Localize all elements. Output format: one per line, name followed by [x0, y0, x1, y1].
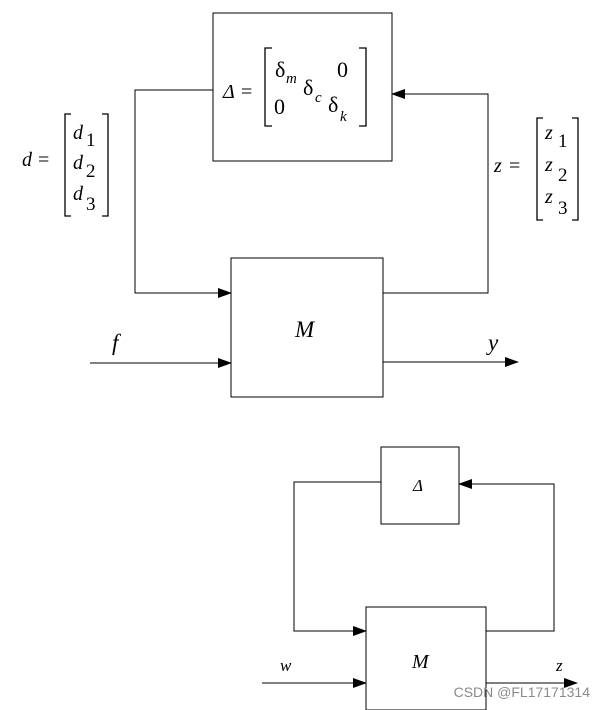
z-left-bracket	[536, 117, 543, 221]
bottom-delta-label: Δ	[412, 476, 423, 495]
plant-block-m	[230, 257, 384, 398]
entry-zero-top: 0	[337, 57, 348, 82]
uncertainty-block	[212, 12, 393, 162]
csdn-watermark: CSDN @FL17171314	[454, 684, 591, 700]
entry-delta-m-subscript: m	[286, 71, 297, 87]
z2-entry: z	[544, 154, 553, 176]
d1-subscript: 1	[86, 130, 96, 151]
equals-sign: =	[241, 81, 252, 103]
right-bracket	[359, 47, 367, 127]
z1-subscript: 1	[558, 131, 568, 152]
z2-subscript: 2	[558, 165, 568, 186]
bottom-diagram: Δ M w z	[262, 446, 578, 710]
z3-subscript: 3	[558, 198, 568, 219]
z-vector-equation: z = z 1 z 2 z 3	[493, 117, 579, 221]
d3-subscript: 3	[86, 194, 96, 215]
d3-entry: d	[73, 183, 84, 205]
f-label: f	[112, 330, 122, 355]
z-equals: =	[509, 155, 520, 177]
bottom-plant-block-m	[365, 606, 487, 710]
d-equals: =	[38, 149, 49, 171]
z1-entry: z	[544, 122, 553, 144]
d-right-bracket	[102, 113, 109, 217]
d-signal-line	[134, 89, 232, 298]
bottom-plant-label: M	[411, 651, 430, 673]
z3-entry: z	[544, 186, 553, 208]
plant-label: M	[294, 317, 316, 342]
delta-matrix-equation: Δ = δ m 0 δ c 0 δ k	[222, 47, 367, 127]
w-label: w	[280, 656, 292, 675]
d-vector-equation: d = d 1 d 2 d 3	[22, 113, 109, 217]
bottom-feedback-right-line	[458, 479, 555, 632]
entry-delta-k: δ	[328, 92, 338, 117]
z-right-bracket	[572, 117, 579, 221]
z-signal-line	[383, 89, 489, 294]
left-bracket	[264, 47, 272, 127]
d1-entry: d	[73, 122, 84, 144]
d2-subscript: 2	[86, 161, 96, 182]
d-symbol: d	[22, 149, 33, 171]
d2-entry: d	[73, 152, 84, 174]
entry-delta-k-subscript: k	[340, 109, 347, 125]
delta-symbol: Δ	[222, 81, 235, 103]
bottom-feedback-left-line	[293, 481, 381, 636]
top-diagram: Δ = δ m 0 δ c 0 δ k M f y d =	[22, 12, 579, 398]
z-output-label: z	[555, 656, 563, 675]
d-left-bracket	[64, 113, 71, 217]
y-label: y	[486, 330, 499, 355]
entry-delta-m: δ	[275, 57, 285, 82]
entry-delta-c: δ	[303, 75, 313, 100]
entry-zero-bottom: 0	[274, 94, 285, 119]
entry-delta-c-subscript: c	[315, 90, 322, 106]
z-symbol: z	[493, 155, 502, 177]
